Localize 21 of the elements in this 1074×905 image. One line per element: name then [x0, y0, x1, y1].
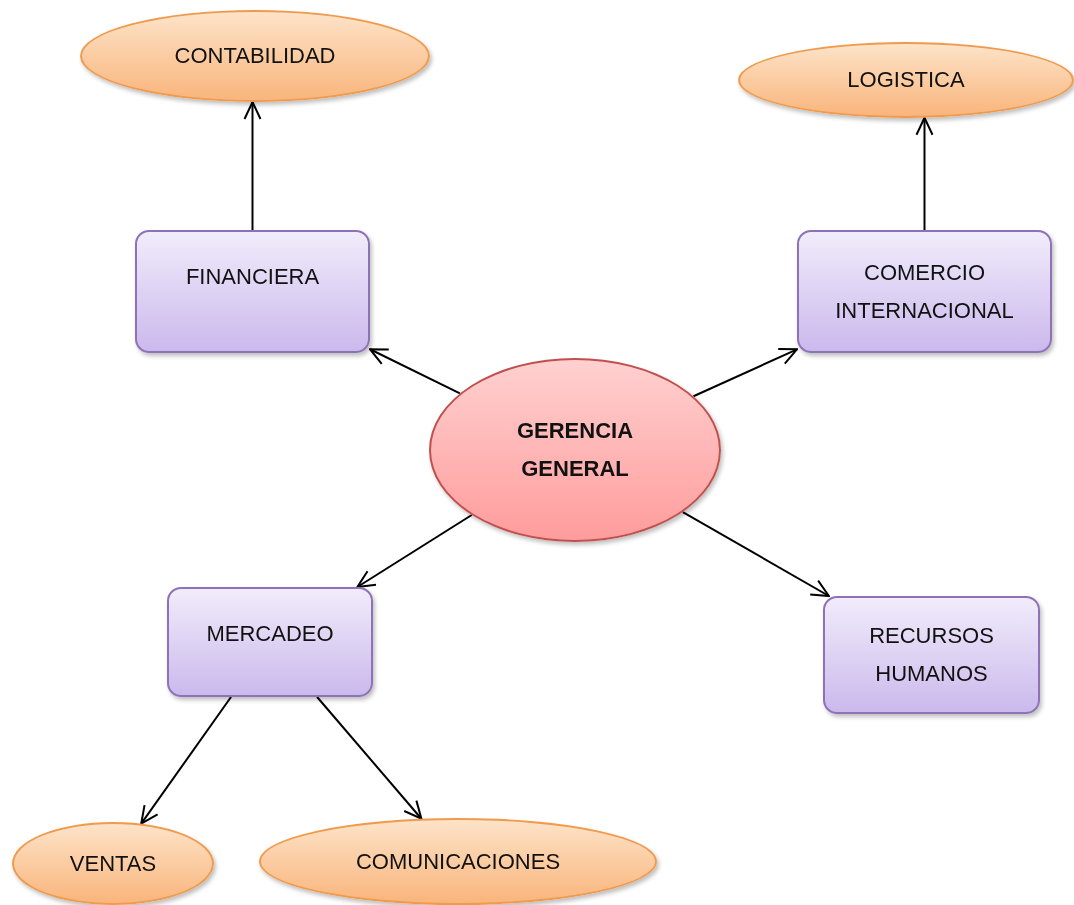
- node-label: LOGISTICA: [847, 66, 965, 94]
- node-label: MERCADEO: [206, 620, 334, 648]
- arrow: [915, 116, 934, 231]
- process-box: [797, 230, 1052, 353]
- arrow: [692, 348, 798, 398]
- node-label: VENTAS: [69, 849, 157, 878]
- node-label: CONTABILIDAD: [174, 42, 336, 70]
- node-label: COMUNICACIONES: [355, 847, 561, 876]
- process-box: [167, 587, 373, 697]
- arrow: [356, 514, 473, 588]
- arrow: [369, 348, 461, 395]
- arrow: [681, 511, 830, 597]
- node-label: COMERCIO INTERNACIONAL: [834, 258, 1015, 325]
- arrow: [243, 101, 262, 231]
- node-label: FINANCIERA: [185, 263, 320, 291]
- process-box: [823, 596, 1040, 714]
- arrow: [316, 696, 423, 820]
- process-box: [135, 230, 370, 353]
- node-label: GERENCIA GENERAL: [515, 417, 635, 483]
- node-label: RECURSOS HUMANOS: [868, 622, 995, 688]
- arrow: [140, 696, 232, 825]
